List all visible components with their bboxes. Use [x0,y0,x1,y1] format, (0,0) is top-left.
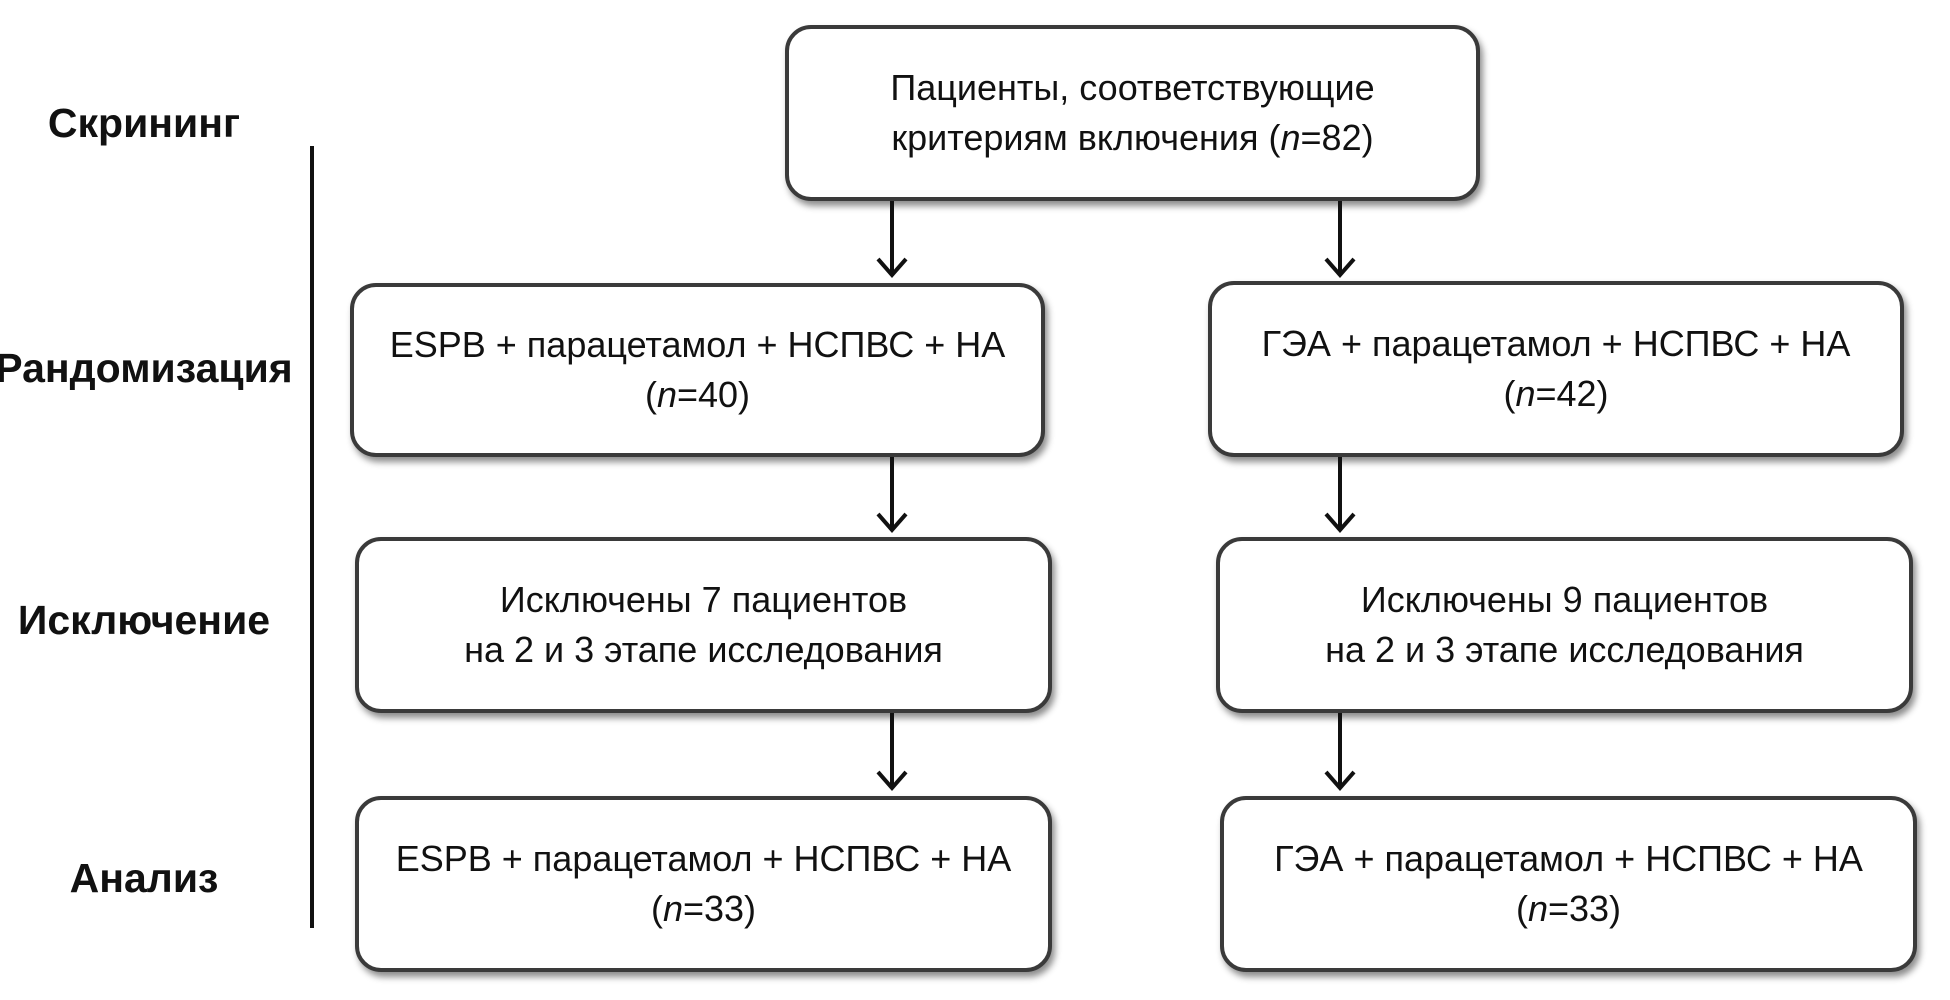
box-exclusion-gea: Исключены 9 пациентов на 2 и 3 этапе исс… [1216,537,1913,713]
box-analysis-espb-line1: ESPB + парацетамол + НСПВС + НА [395,838,1012,879]
box-exclusion-espb-line1: Исключены 7 пациентов [499,579,908,620]
arrow-top-to-randomization-espb [876,201,908,279]
arrow-top-to-randomization-gea [1324,201,1356,279]
stage-label-screening: Скрининг [47,100,241,146]
box-analysis-gea-line1: ГЭА + парацетамол + НСПВС + НА [1274,838,1863,879]
box-eligible-n-symbol: n [1280,117,1301,158]
arrow-exclusion-gea-to-analysis [1324,713,1356,792]
box-randomization-espb-n-value: =40) [676,374,751,415]
box-analysis-gea-n-symbol: n [1527,888,1548,929]
box-randomization-gea-open: ( [1503,373,1516,414]
box-analysis-espb-n-symbol: n [662,888,683,929]
box-randomization-espb: ESPB + парацетамол + НСПВС + НА (n=40) [350,283,1045,457]
box-eligible-n-value: =82) [1300,117,1374,158]
box-randomization-espb-n-symbol: n [656,374,677,415]
box-analysis-espb-line2: (n=33) [651,884,756,934]
box-exclusion-gea-line1: Исключены 9 пациентов [1360,579,1769,620]
box-eligible-line2-text: критериям включения ( [891,117,1281,158]
box-analysis-gea-line2: (n=33) [1516,884,1621,934]
box-analysis-gea: ГЭА + парацетамол + НСПВС + НА (n=33) [1220,796,1917,972]
arrow-exclusion-espb-to-analysis [876,713,908,792]
box-randomization-gea-n-value: =42) [1535,373,1609,414]
box-exclusion-espb-line2: на 2 и 3 этапе исследования [464,629,943,670]
arrow-randomization-gea-to-exclusion [1324,457,1356,534]
stage-divider-line [310,146,314,928]
arrow-randomization-espb-to-exclusion [876,457,908,534]
box-randomization-gea-line1: ГЭА + парацетамол + НСПВС + НА [1261,323,1851,364]
box-analysis-espb-n-value: =33) [682,888,757,929]
box-analysis-espb: ESPB + парацетамол + НСПВС + НА (n=33) [355,796,1052,972]
box-eligible-line1: Пациенты, соответствующие [890,67,1375,108]
box-randomization-gea-line2: (n=42) [1503,369,1608,419]
box-randomization-gea: ГЭА + парацетамол + НСПВС + НА (n=42) [1208,281,1904,457]
box-analysis-gea-n-value: =33) [1547,888,1622,929]
box-eligible-patients: Пациенты, соответствующие критериям вклю… [785,25,1480,201]
box-exclusion-espb: Исключены 7 пациентов на 2 и 3 этапе исс… [355,537,1052,713]
box-exclusion-gea-line2: на 2 и 3 этапе исследования [1325,629,1804,670]
stage-label-randomization: Рандомизация [0,345,293,391]
box-randomization-espb-open: ( [644,374,657,415]
box-randomization-espb-line1: ESPB + парацетамол + НСПВС + НА [389,324,1006,365]
box-randomization-espb-line2: (n=40) [645,370,750,420]
box-analysis-espb-open: ( [650,888,663,929]
stage-label-analysis: Анализ [69,855,219,901]
box-randomization-gea-n-symbol: n [1515,373,1536,414]
box-analysis-gea-open: ( [1515,888,1528,929]
box-eligible-line2: критериям включения (n=82) [891,113,1373,163]
stage-label-exclusion: Исключение [17,597,271,643]
